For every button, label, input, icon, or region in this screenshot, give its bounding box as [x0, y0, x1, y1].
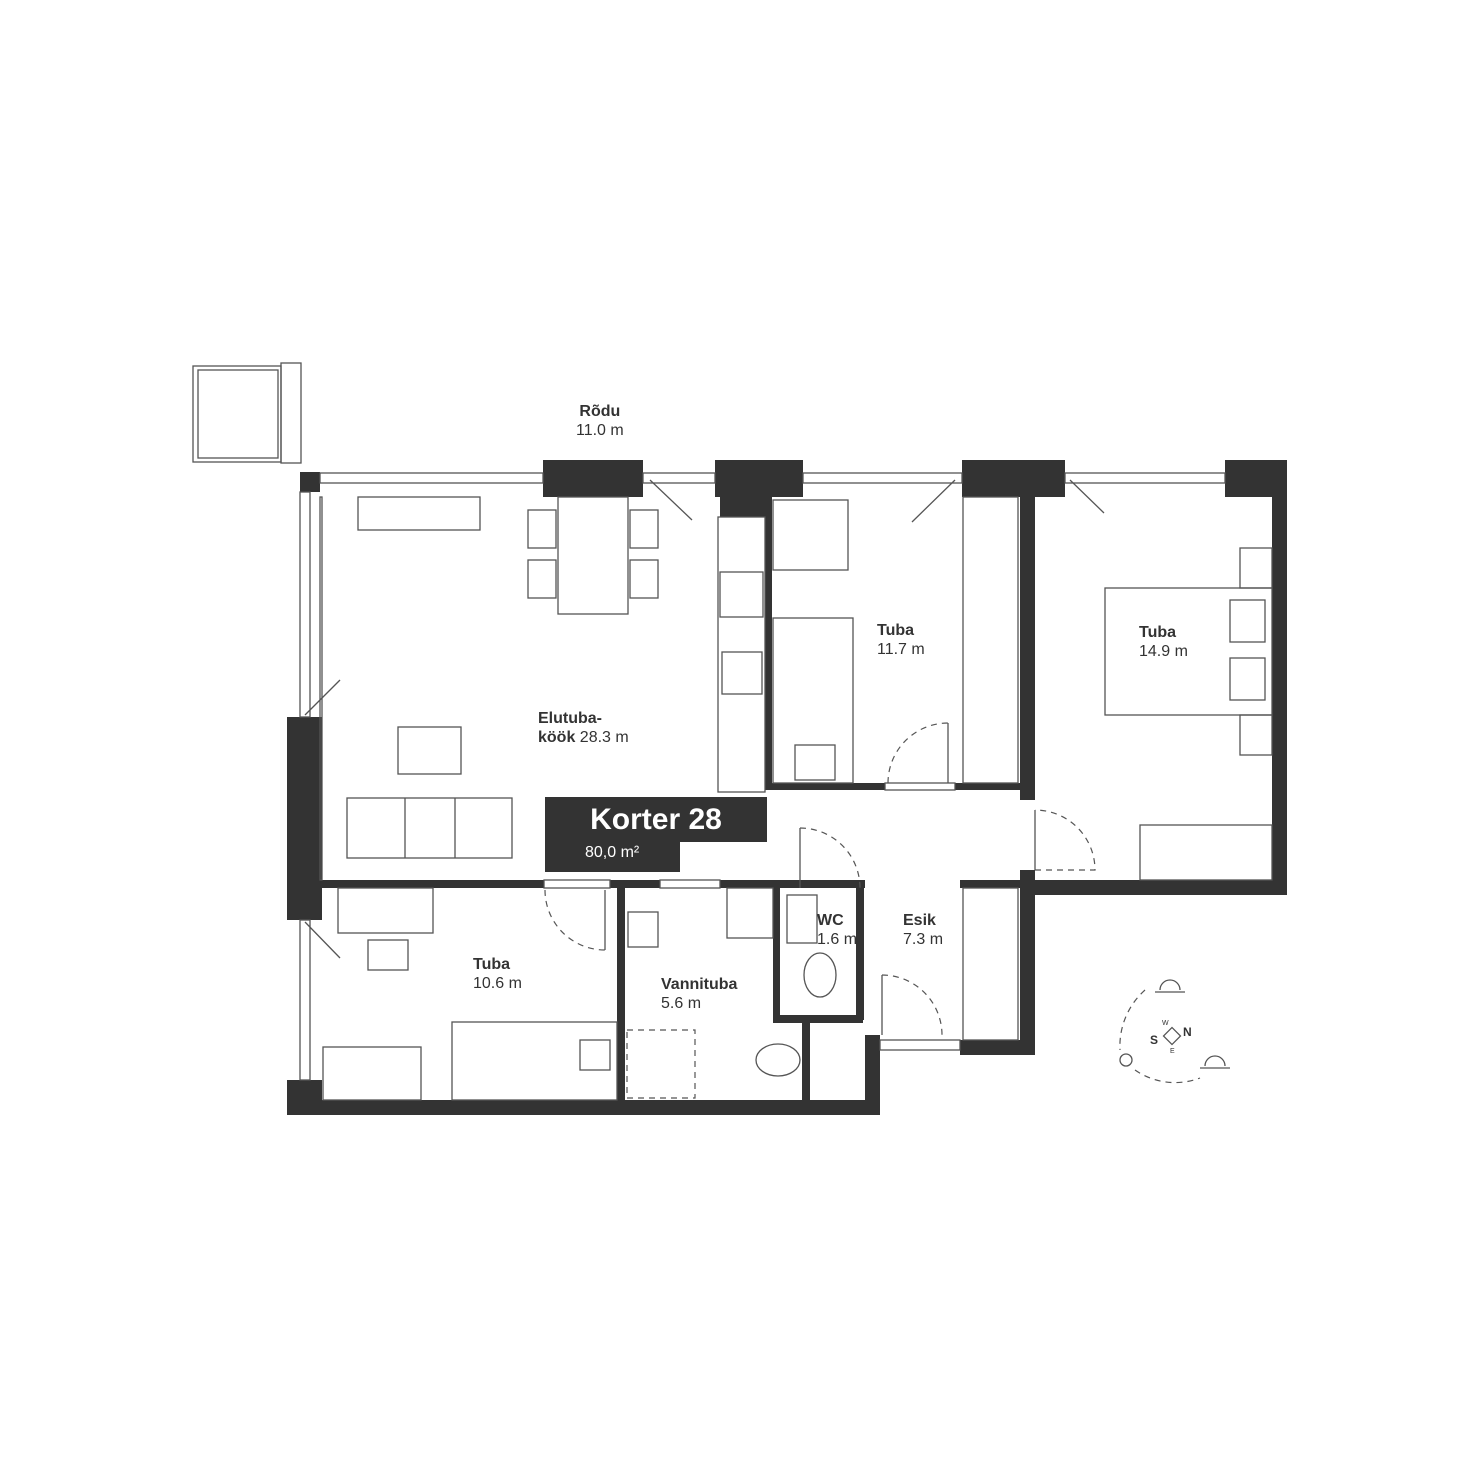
room-bathroom: Vannituba 5.6 m	[661, 975, 737, 1013]
apartment-area: 80,0 m²	[545, 842, 680, 872]
compass-icon: S N W E	[1119, 979, 1230, 1084]
svg-text:S: S	[1150, 1033, 1158, 1047]
windows	[299, 472, 1226, 1081]
room-area: 11.7 m	[877, 641, 925, 658]
svg-text:N: N	[1183, 1025, 1192, 1039]
room-name: Tuba	[1139, 624, 1177, 641]
room-area: 28.3 m	[579, 729, 629, 746]
walls	[287, 460, 1287, 1115]
room-area: 7.3 m	[903, 931, 944, 948]
room-name: Esik	[903, 912, 936, 929]
room-name: köök	[538, 729, 576, 746]
room-name: Rõdu	[579, 403, 621, 420]
room-bedroom-1: Tuba 11.7 m	[877, 621, 925, 659]
room-living-kitchen: Elutuba-köök 28.3 m	[538, 709, 629, 747]
room-bedroom-3: Tuba 10.6 m	[473, 955, 522, 993]
room-name: Elutuba-	[538, 710, 602, 727]
apartment-title: Korter 28	[545, 797, 767, 842]
room-hall: Esik 7.3 m	[903, 911, 943, 949]
room-area: 10.6 m	[473, 975, 522, 992]
svg-text:W: W	[1162, 1020, 1169, 1027]
room-area: 1.6 m	[817, 931, 858, 948]
room-name: Tuba	[877, 622, 915, 639]
room-balcony: Rõdu 11.0 m	[576, 402, 624, 440]
room-name: WC	[817, 912, 844, 929]
room-name: Vannituba	[661, 976, 738, 993]
doors	[304, 479, 1105, 1036]
furniture	[322, 496, 1273, 1101]
room-area: 5.6 m	[661, 995, 702, 1012]
room-area: 14.9 m	[1139, 643, 1188, 660]
room-bedroom-2: Tuba 14.9 m	[1139, 623, 1188, 661]
svg-text:E: E	[1170, 1048, 1175, 1055]
balcony	[192, 362, 302, 464]
room-name: Tuba	[473, 956, 511, 973]
room-wc: WC 1.6 m	[817, 911, 857, 949]
room-area: 11.0 m	[576, 422, 624, 439]
